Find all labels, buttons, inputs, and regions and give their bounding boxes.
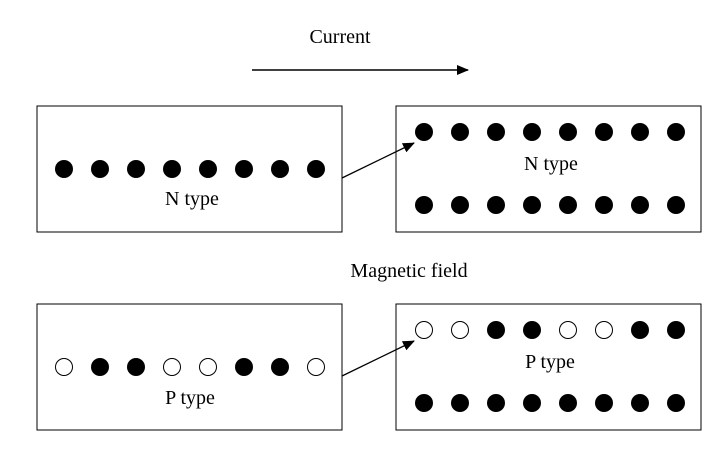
electron-dot <box>631 196 649 214</box>
electron-dot <box>523 123 541 141</box>
electron-dot <box>523 196 541 214</box>
electron-dot <box>487 394 505 412</box>
electron-dot <box>127 358 145 376</box>
electron-dot <box>91 160 109 178</box>
electron-dot <box>271 160 289 178</box>
n-type-after-panel: N type <box>395 105 702 233</box>
electron-dot <box>127 160 145 178</box>
hole-dot <box>307 358 325 376</box>
electron-dot <box>595 196 613 214</box>
hole-dot <box>163 358 181 376</box>
panel-box <box>36 105 343 233</box>
electron-dot <box>415 123 433 141</box>
electron-dot <box>55 160 73 178</box>
panel-box <box>395 105 702 233</box>
n-type-before-panel: N type <box>36 105 343 233</box>
hole-dot <box>451 321 469 339</box>
panel-box <box>36 303 343 431</box>
electron-dot <box>307 160 325 178</box>
electron-dot <box>451 394 469 412</box>
deflection-arrow-p <box>341 340 415 377</box>
electron-dot <box>487 123 505 141</box>
electron-dot <box>595 394 613 412</box>
electron-dot <box>415 394 433 412</box>
electron-dot <box>667 321 685 339</box>
electron-dot <box>631 394 649 412</box>
electron-dot <box>667 196 685 214</box>
electron-dot <box>451 123 469 141</box>
deflection-arrow-n <box>341 142 415 179</box>
electron-dot <box>631 321 649 339</box>
p-type-after-panel: P type <box>395 303 702 431</box>
magnetic-field-label: Magnetic field <box>350 260 467 282</box>
electron-dot <box>415 196 433 214</box>
electron-dot <box>451 196 469 214</box>
panel-label: P type <box>525 351 575 373</box>
panel-label: N type <box>524 153 578 175</box>
current-label: Current <box>309 26 371 48</box>
electron-dot <box>667 123 685 141</box>
electron-dot <box>523 321 541 339</box>
hole-dot <box>55 358 73 376</box>
hole-dot <box>559 321 577 339</box>
electron-dot <box>559 123 577 141</box>
electron-dot <box>667 394 685 412</box>
panel-box <box>395 303 702 431</box>
p-type-before-panel: P type <box>36 303 343 431</box>
panel-label: N type <box>165 188 219 210</box>
electron-dot <box>163 160 181 178</box>
electron-dot <box>523 394 541 412</box>
hole-dot <box>595 321 613 339</box>
electron-dot <box>559 196 577 214</box>
electron-dot <box>271 358 289 376</box>
panel-label: P type <box>165 387 215 409</box>
hole-dot <box>199 358 217 376</box>
electron-dot <box>487 321 505 339</box>
electron-dot <box>559 394 577 412</box>
electron-dot <box>631 123 649 141</box>
electron-dot <box>199 160 217 178</box>
electron-dot <box>91 358 109 376</box>
electron-dot <box>595 123 613 141</box>
electron-dot <box>235 358 253 376</box>
hole-dot <box>415 321 433 339</box>
electron-dot <box>235 160 253 178</box>
electron-dot <box>487 196 505 214</box>
